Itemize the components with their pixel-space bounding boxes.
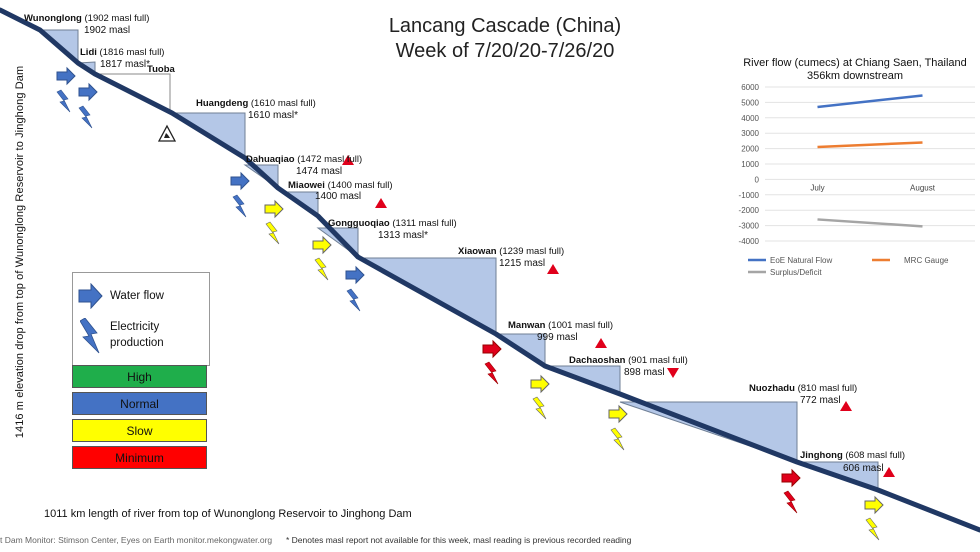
footer-source: t Dam Monitor: Stimson Center, Eyes on E…: [0, 535, 273, 545]
status-minimum: Minimum: [72, 446, 207, 469]
lightning-bolt-icon: [265, 221, 280, 245]
dam-label-dahuaqiao: Dahuaqiao (1472 masl full): [246, 154, 363, 165]
dam-label-miaowei: Miaowei (1400 masl full): [288, 180, 393, 191]
chart-category-label: August: [910, 183, 936, 192]
chart-category-label: July: [810, 183, 824, 192]
chart-ytick-label: 5000: [741, 98, 759, 107]
lightning-bolt-icon: [532, 396, 547, 420]
chart-ytick-label: 0: [755, 175, 760, 184]
arrow-right-icon: [781, 468, 801, 488]
dam-label-xiaowan: Xiaowan (1239 masl full): [458, 246, 565, 257]
construction-sign-icon: [157, 124, 177, 142]
chart-title-line1: River flow (cumecs) at Chiang Saen, Thai…: [743, 57, 967, 69]
warning-triangle-icon: [547, 264, 559, 274]
dam-label-lidi: Lidi (1816 masl full): [80, 47, 165, 58]
dam-label-manwan: Manwan (1001 masl full): [508, 320, 614, 331]
warning-triangle-icon: [883, 467, 895, 477]
legend-electricity-line1: Electricity: [110, 321, 160, 333]
river-line: [0, 7, 980, 533]
dam-level-nuozhadu: 772 masl: [800, 395, 841, 406]
lightning-bolt-icon: [783, 490, 798, 514]
dam-level-xiaowan: 1215 masl: [499, 258, 546, 269]
status-slow: Slow: [72, 419, 207, 442]
warning-triangle-icon: [595, 338, 607, 348]
legend-water-flow: Water flow: [110, 290, 164, 302]
arrow-right-icon: [230, 171, 250, 191]
chart-series-line: [817, 141, 923, 149]
chart-ytick-label: -2000: [739, 206, 760, 215]
arrow-right-icon: [864, 495, 884, 515]
lightning-bolt-icon: [80, 318, 100, 354]
lightning-bolt-icon: [78, 105, 93, 129]
arrow-right-icon: [312, 235, 332, 255]
warning-triangle-icon: [375, 198, 387, 208]
dam-label-tuoba: Tuoba: [147, 64, 175, 75]
footer-note: * Denotes masl report not available for …: [286, 535, 632, 545]
chart-series-line: [817, 218, 923, 228]
arrow-right-icon: [608, 404, 628, 424]
lightning-bolt-icon: [484, 361, 499, 385]
dam-label-nuozhadu: Nuozhadu (810 masl full): [749, 383, 858, 394]
chart-ytick-label: 1000: [741, 160, 759, 169]
arrow-right-icon: [78, 82, 98, 102]
page-title-line1: Lancang Cascade (China): [388, 15, 622, 37]
dam-label-jinghong: Jinghong (608 masl full): [800, 450, 906, 461]
legend-electricity-line2: production: [110, 337, 164, 349]
lightning-bolt-icon: [314, 257, 329, 281]
chart-ytick-label: 4000: [741, 114, 759, 123]
lightning-bolt-icon: [232, 194, 247, 218]
chart-series-line: [817, 94, 923, 109]
chart-legend-natural-flow: EoE Natural Flow: [770, 256, 833, 265]
chart-ytick-label: 6000: [741, 83, 759, 92]
dam-level-jinghong: 606 masl: [843, 463, 884, 474]
dam-level-dachaoshan: 898 masl: [624, 367, 665, 378]
chart-legend-surplus-deficit: Surplus/Deficit: [770, 268, 822, 277]
lightning-bolt-icon: [346, 288, 361, 312]
chart-ytick-label: -4000: [739, 237, 760, 246]
dam-label-wunonglong: Wunonglong (1902 masl full): [24, 13, 150, 24]
dam-level-wunonglong: 1902 masl: [84, 25, 131, 36]
lightning-bolt-icon: [610, 427, 625, 451]
lightning-bolt-icon: [865, 517, 880, 541]
dam-label-gongguoqiao: Gongguoqiao (1311 masl full): [328, 218, 457, 229]
dam-level-huangdeng: 1610 masl*: [248, 110, 299, 121]
chart-title-line2: 356km downstream: [807, 70, 903, 82]
arrow-right-icon: [482, 339, 502, 359]
arrow-right-icon: [56, 66, 76, 86]
reservoir-tuoba: [95, 73, 171, 113]
status-high: High: [72, 365, 207, 388]
dam-label-huangdeng: Huangdeng (1610 masl full): [196, 98, 316, 109]
chart-legend-mrc-gauge: MRC Gauge: [904, 256, 949, 265]
warning-triangle-icon: [840, 401, 852, 411]
arrow-right-icon: [264, 199, 284, 219]
chart-ytick-label: 2000: [741, 145, 759, 154]
arrow-right-icon: [78, 283, 103, 309]
chart-ytick-label: -3000: [739, 222, 760, 231]
warning-triangle-icon: [342, 155, 354, 165]
page-title-line2: Week of 7/20/20-7/26/20: [395, 40, 615, 62]
dam-label-dachaoshan: Dachaoshan (901 masl full): [569, 355, 688, 366]
status-normal: Normal: [72, 392, 207, 415]
dam-level-lidi: 1817 masl*: [100, 59, 151, 70]
warning-triangle-icon: [667, 368, 679, 378]
chart-ytick-label: -1000: [739, 191, 760, 200]
lightning-bolt-icon: [56, 89, 71, 113]
dam-level-manwan: 999 masl: [537, 332, 578, 343]
dam-level-gongguoqiao: 1313 masl*: [378, 230, 429, 241]
dam-level-miaowei: 1400 masl: [315, 191, 362, 202]
dam-level-dahuaqiao: 1474 masl: [296, 166, 343, 177]
x-axis-label: 1011 km length of river from top of Wuno…: [44, 508, 412, 520]
chart-ytick-label: 3000: [741, 129, 759, 138]
arrow-right-icon: [530, 374, 550, 394]
arrow-right-icon: [345, 265, 365, 285]
